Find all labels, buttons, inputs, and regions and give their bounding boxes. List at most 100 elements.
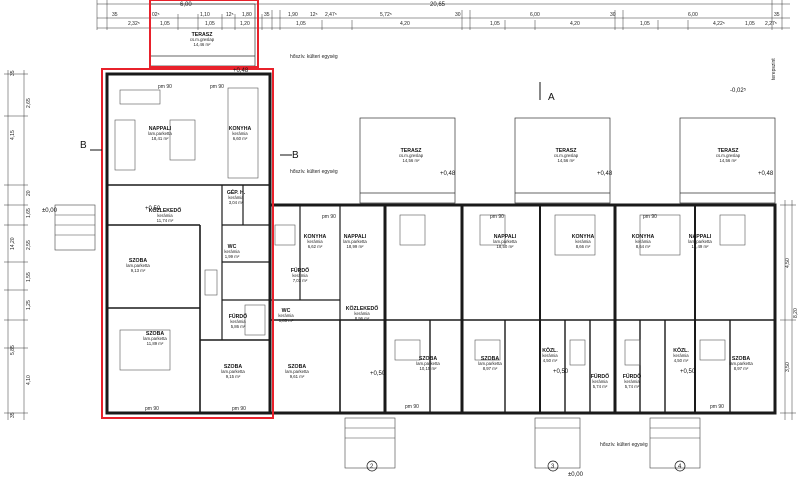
dim-text: 14,20 xyxy=(10,237,16,250)
dim-text: 4,22⁵ xyxy=(713,21,725,27)
room-name: SZOBA xyxy=(224,364,242,370)
room-sub: lam.parketta xyxy=(478,361,502,366)
room-area: 14,46 m² xyxy=(194,42,212,47)
room-sub: lam.parketta xyxy=(126,263,150,268)
entrance-steps xyxy=(54,204,701,469)
room-name: KÖZLEKEDŐ xyxy=(149,207,182,214)
door-labels: pm 90 pm 90 pm 90 pm 90 pm 90 pm 90 pm 9… xyxy=(145,84,724,412)
terrain-label: terepszint xyxy=(771,58,777,80)
axis-label: 4 xyxy=(678,464,682,470)
dim-text: 12⁵ xyxy=(226,12,234,18)
door-label: pm 90 xyxy=(145,406,159,412)
room-name: FÜRDŐ xyxy=(229,313,247,320)
dim-text: 02⁵ xyxy=(152,12,160,18)
room-area: 4,50 m² xyxy=(543,358,558,363)
room-area: 18,50 m² xyxy=(497,244,515,249)
room-name: SZOBA xyxy=(146,331,164,337)
room-sub: lam.parketta xyxy=(729,361,753,366)
dim-text: 5,85 xyxy=(10,345,16,355)
room-area: 1,85 m² xyxy=(279,318,294,323)
room-area: 6,60 m² xyxy=(233,136,248,141)
room-area: 11,74 m² xyxy=(157,218,174,223)
room-sub: lam.parketta xyxy=(493,239,517,244)
dim-text: 1,90 xyxy=(288,12,298,18)
room-sub: cs.m.greslap xyxy=(554,153,579,158)
level-terrace: +0,48 xyxy=(233,68,249,74)
terraces xyxy=(149,3,776,204)
door-label: pm 90 xyxy=(710,404,724,410)
highlight-terrace xyxy=(149,0,259,68)
room-sub: kerámia xyxy=(673,353,689,358)
dim-text: 1,05 xyxy=(205,21,215,27)
section-A: A xyxy=(548,92,555,103)
room-name: NAPPALI xyxy=(344,234,367,240)
dim-text: 35 xyxy=(112,12,118,18)
dim-text: 35 xyxy=(264,12,270,18)
room-sub: kerámia xyxy=(278,313,294,318)
section-B-right: B xyxy=(292,150,299,161)
room-sub: kerámia xyxy=(592,379,608,384)
room-name: NAPPALI xyxy=(494,234,517,240)
level-right: -0,02⁵ xyxy=(730,87,747,94)
dim-text: 1,10 xyxy=(200,12,210,18)
grid-axes: 2 3 4 xyxy=(366,460,686,472)
room-name: KONYHA xyxy=(632,234,655,240)
room-name: GÉP. H. xyxy=(227,188,246,196)
room-name: FÜRDŐ xyxy=(623,373,641,380)
dim-text: 30 xyxy=(455,12,461,18)
room-name: SZOBA xyxy=(732,356,750,362)
axis-label: 3 xyxy=(551,464,555,470)
room-name: SZOBA xyxy=(288,364,306,370)
section-markers: B B A xyxy=(80,82,555,161)
door-label: pm 90 xyxy=(210,84,224,90)
room-name: WC xyxy=(228,244,237,250)
room-sub: lam.parketta xyxy=(285,369,309,374)
level-corr: +0,50 xyxy=(370,371,386,377)
room-area: 18,49 m² xyxy=(692,244,710,249)
room-sub: kerámia xyxy=(224,249,240,254)
dim-text: 1,65 xyxy=(26,208,32,218)
dim-text: 6,00 xyxy=(688,12,698,18)
room-sub: kerámia xyxy=(354,311,370,316)
room-name: KONYHA xyxy=(229,126,252,132)
dim-text: 2,27⁵ xyxy=(765,21,777,27)
room-area: 5,74 m² xyxy=(625,384,640,389)
room-sub: kerámia xyxy=(575,239,591,244)
room-sub: kerámia xyxy=(232,131,248,136)
room-sub: kerámia xyxy=(228,195,244,200)
room-area: 8,97 m² xyxy=(483,366,498,371)
door-label: pm 90 xyxy=(490,214,504,220)
room-name: TERASZ xyxy=(556,148,578,154)
dim-text: 1,05 xyxy=(640,21,650,27)
axis-label: 2 xyxy=(370,464,374,470)
door-label: pm 90 xyxy=(405,404,419,410)
heat-unit-label: hőszív. külteri egység xyxy=(290,54,338,60)
dim-text: 1,25 xyxy=(26,300,32,310)
dim-text: 2,65 xyxy=(26,98,32,108)
room-name: KONYHA xyxy=(572,234,595,240)
level-corr-3: +0,50 xyxy=(680,369,696,375)
dim-text: 2,55 xyxy=(26,240,32,250)
level-terrace-2: +0,48 xyxy=(440,171,456,177)
dim-text: 6,00 xyxy=(180,2,192,8)
dim-text: 35 xyxy=(10,70,16,76)
room-area: 9,13 m² xyxy=(131,268,146,273)
room-area: 8,66 m² xyxy=(576,244,591,249)
room-sub: kerámia xyxy=(635,239,651,244)
door-label: pm 90 xyxy=(322,214,336,220)
room-name: KÖZLEKEDŐ xyxy=(346,305,379,312)
